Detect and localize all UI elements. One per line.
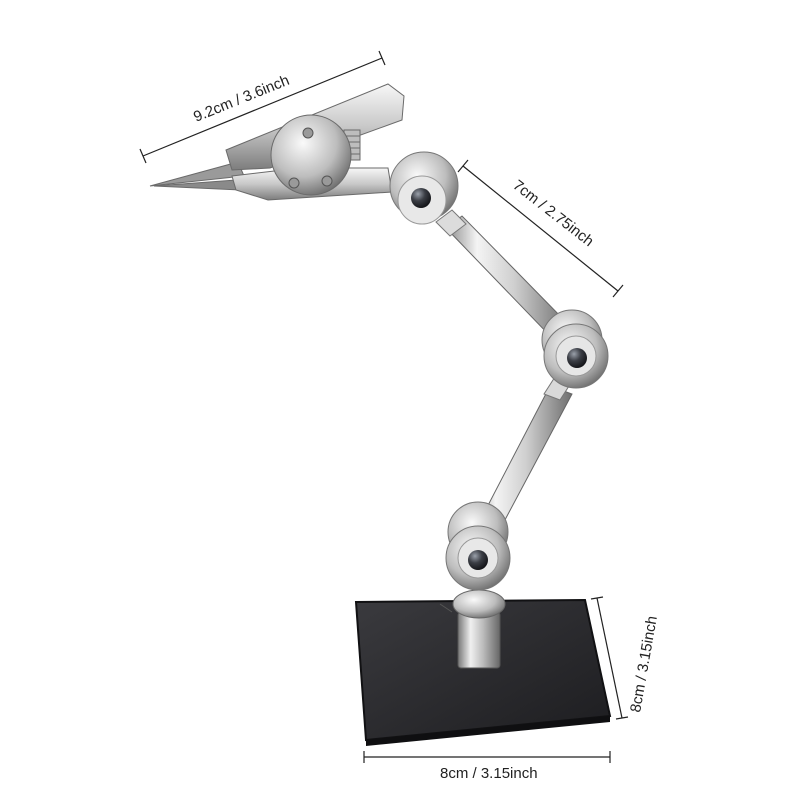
dimension-clip-length (139, 50, 386, 164)
lower-joint (445, 501, 511, 591)
base-width-label: 8cm / 3.15inch (440, 765, 538, 782)
dimension-base-height (590, 596, 629, 720)
base-height-label: 8cm / 3.15inch (627, 615, 661, 714)
base-block (354, 598, 612, 746)
hex-post (452, 589, 506, 669)
dimension-base-width (363, 751, 611, 763)
upper-rod (435, 209, 571, 339)
middle-joint (541, 309, 609, 389)
clip-length-label: 9.2cm / 3.6inch (191, 72, 292, 126)
top-joint (389, 151, 459, 225)
dimension-arm-length (457, 159, 624, 298)
alligator-clip (149, 83, 405, 201)
